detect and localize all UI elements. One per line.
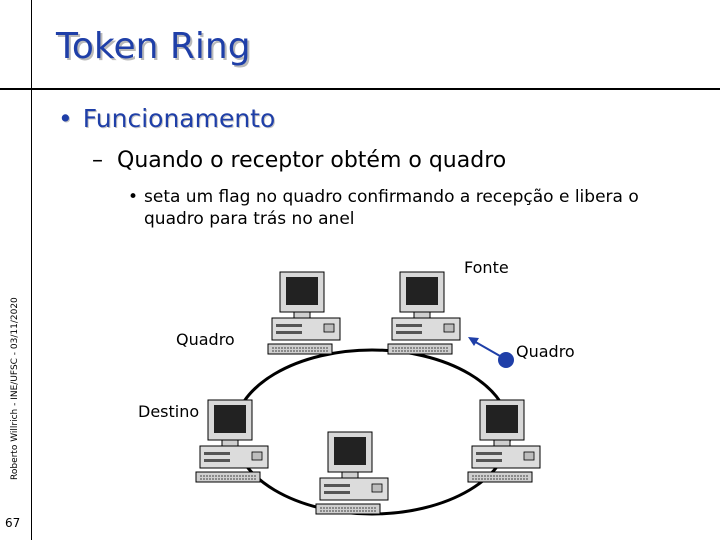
label-frame-right: Quadro [516, 342, 575, 361]
sidebar-divider [31, 0, 32, 540]
title-divider [0, 88, 720, 90]
bullet-level-3-text: seta um flag no quadro confirmando a rec… [144, 187, 639, 229]
bullet-level-1: • Funcionamento [58, 104, 275, 133]
computer-source [387, 271, 461, 355]
label-source: Fonte [464, 258, 509, 277]
bullet-level-3: • seta um flag no quadro confirmando a r… [128, 186, 688, 230]
computer-top-left [267, 271, 341, 355]
arrow-head-icon [468, 337, 479, 346]
page-title: Token Ring [56, 26, 251, 67]
bullet-dot-small-icon: • [128, 187, 139, 207]
computer-right [467, 399, 541, 483]
token-arrow [471, 339, 501, 357]
bullet-dot-icon: • [58, 104, 73, 133]
label-frame-left: Quadro [176, 330, 235, 349]
computer-bottom [315, 431, 389, 515]
bullet-level-1-text: Funcionamento [82, 104, 276, 133]
computer-destination [195, 399, 269, 483]
frame-token-icon [498, 352, 514, 368]
bullet-dash-icon: – [92, 148, 103, 173]
left-sidebar [0, 0, 31, 540]
corner-box [0, 0, 31, 88]
label-destination: Destino [138, 402, 200, 421]
page-number: 67 [5, 516, 21, 530]
bullet-level-2-text: Quando o receptor obtém o quadro [117, 148, 507, 173]
bullet-level-2: –Quando o receptor obtém o quadro [92, 148, 506, 173]
